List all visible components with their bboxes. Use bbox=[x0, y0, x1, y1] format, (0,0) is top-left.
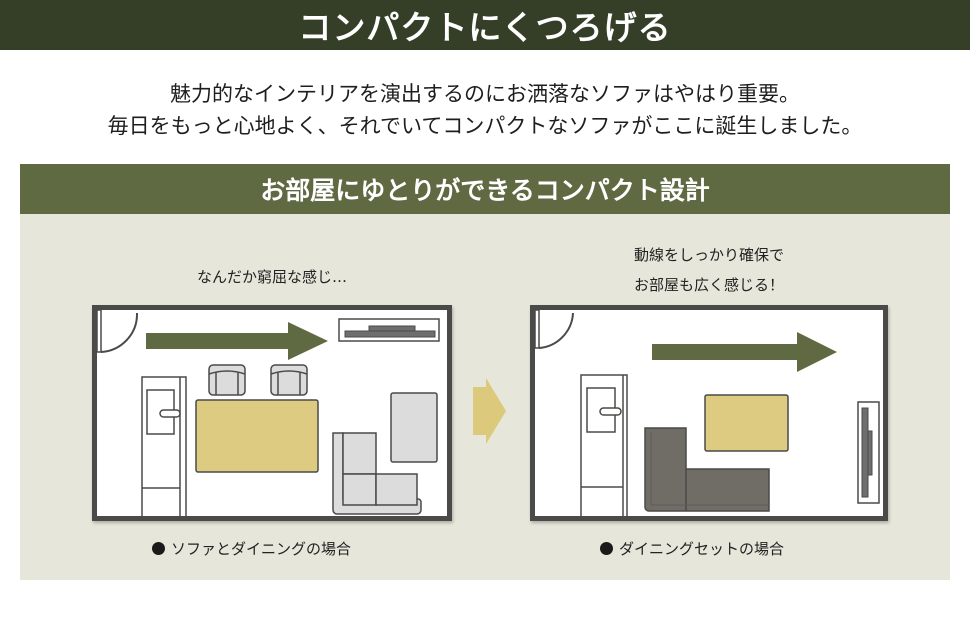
chair-icon bbox=[208, 364, 246, 396]
intro-line-1: 魅力的なインテリアを演出するのにお洒落なソファはやはり重要。 bbox=[170, 82, 800, 106]
left-caption: なんだか窮屈な感じ… bbox=[92, 262, 452, 292]
door-icon bbox=[97, 310, 139, 353]
dining-table-icon bbox=[704, 394, 789, 452]
bullet-icon bbox=[152, 542, 165, 555]
section-header: お部屋にゆとりができるコンパクト設計 bbox=[20, 164, 950, 214]
intro-line-2: 毎日をもっと心地よく、それでいてコンパクトなソファがここに誕生しました。 bbox=[107, 114, 863, 138]
left-scenario-text: ソファとダイニングの場合 bbox=[171, 540, 352, 558]
section-title: お部屋にゆとりができるコンパクト設計 bbox=[260, 176, 710, 205]
bullet-icon bbox=[600, 542, 613, 555]
transition-arrow-icon bbox=[472, 377, 508, 451]
tv-board-icon bbox=[338, 318, 440, 342]
dining-sofa-icon bbox=[644, 427, 770, 512]
banner-title: コンパクトにくつろげる bbox=[298, 8, 672, 47]
right-caption-line-1: 動線をしっかり確保で bbox=[633, 246, 784, 264]
flow-arrow-icon bbox=[146, 322, 328, 360]
tv-board-icon bbox=[857, 401, 880, 504]
door-icon bbox=[535, 310, 574, 349]
floorplan-sofa-and-dining bbox=[92, 305, 452, 521]
left-scenario-label: ソファとダイニングの場合 bbox=[152, 538, 351, 559]
right-caption-line-2: お部屋も広く感じる！ bbox=[633, 276, 784, 294]
top-banner: コンパクトにくつろげる bbox=[0, 0, 970, 50]
rug-icon bbox=[390, 392, 438, 463]
intro-text: 魅力的なインテリアを演出するのにお洒落なソファはやはり重要。 毎日をもっと心地よ… bbox=[0, 78, 970, 142]
refrigerator-icon bbox=[141, 376, 187, 516]
chair-icon bbox=[270, 364, 308, 396]
right-scenario-label: ダイニングセットの場合 bbox=[600, 538, 784, 559]
right-scenario-text: ダイニングセットの場合 bbox=[619, 540, 785, 558]
right-caption: 動線をしっかり確保で お部屋も広く感じる！ bbox=[530, 240, 888, 300]
flow-arrow-icon bbox=[652, 332, 837, 372]
floorplan-dining-set bbox=[530, 305, 888, 521]
corner-sofa-icon bbox=[332, 432, 422, 515]
dining-table-icon bbox=[195, 399, 319, 473]
refrigerator-icon bbox=[580, 374, 628, 516]
left-caption-text: なんだか窮屈な感じ… bbox=[196, 268, 347, 286]
